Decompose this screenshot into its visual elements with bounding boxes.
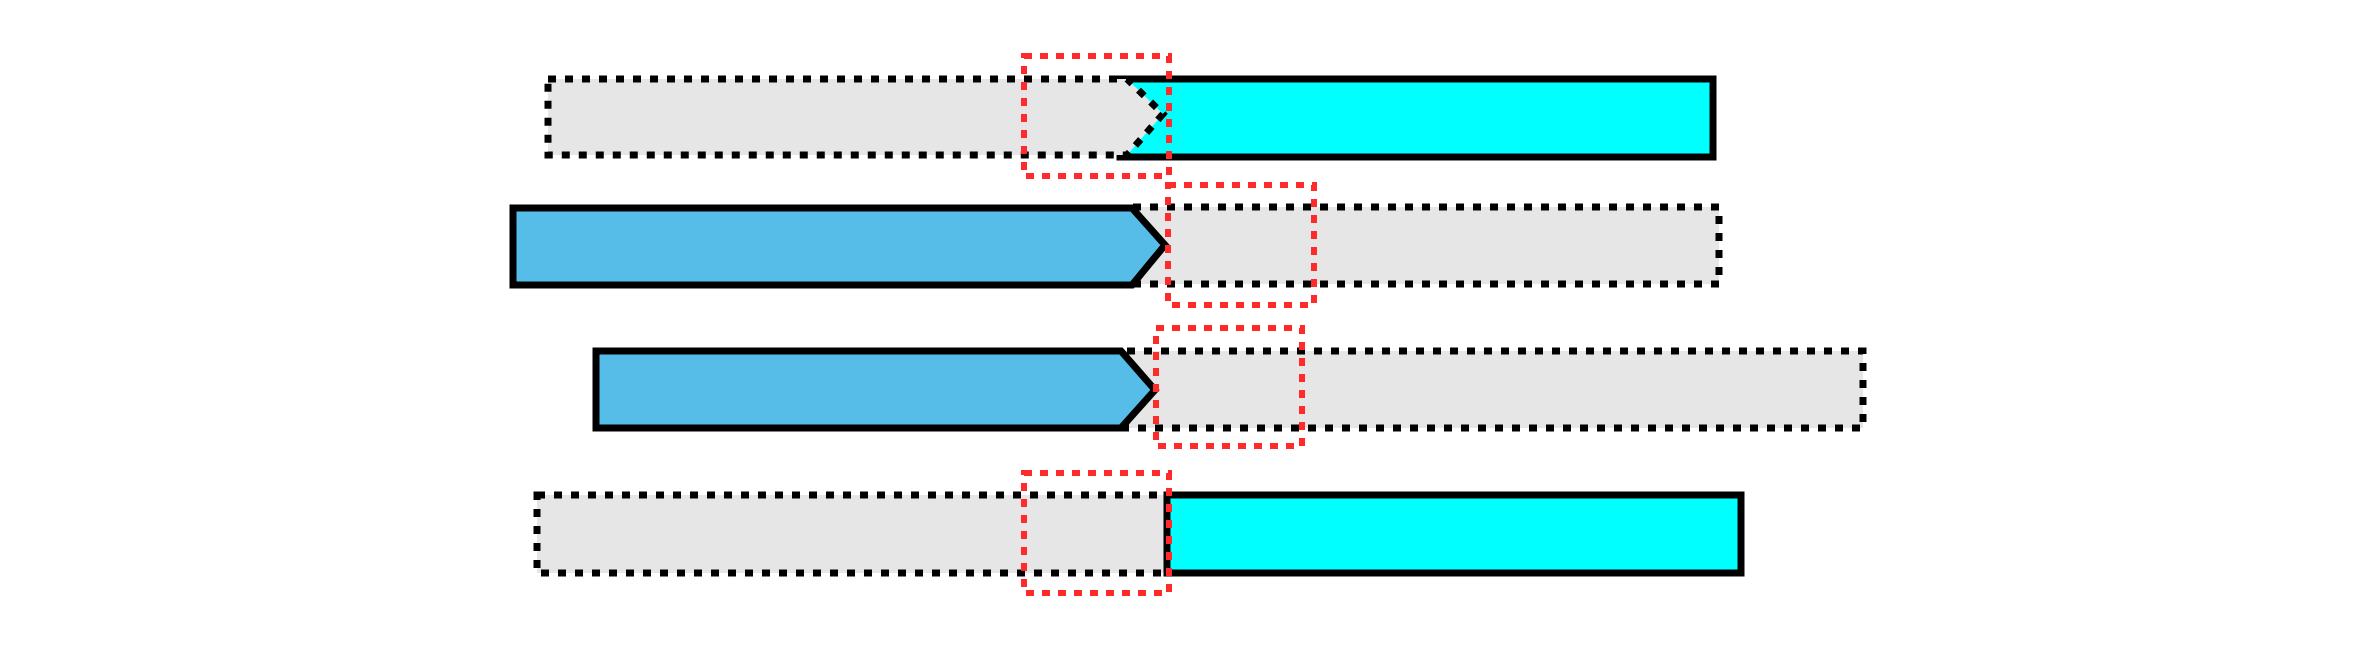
row-1-cyan-block	[1116, 75, 1717, 161]
row-3	[592, 325, 1867, 449]
row-1-junction-highlight	[1021, 53, 1172, 179]
row-4	[533, 470, 1745, 596]
row-3-blue-arrow	[592, 347, 1160, 432]
row-2	[509, 182, 1723, 308]
row-2-placeholder-block	[1129, 203, 1723, 288]
row-4-cyan-block	[1163, 491, 1745, 577]
row-2-junction-highlight	[1165, 182, 1317, 308]
row-3-junction-highlight	[1153, 325, 1305, 449]
row-1	[544, 53, 1717, 179]
row-1-placeholder-arrow	[544, 75, 1168, 159]
row-2-blue-arrow	[509, 204, 1170, 289]
row-4-placeholder-block	[533, 491, 1171, 577]
row-4-junction-highlight	[1021, 470, 1172, 596]
